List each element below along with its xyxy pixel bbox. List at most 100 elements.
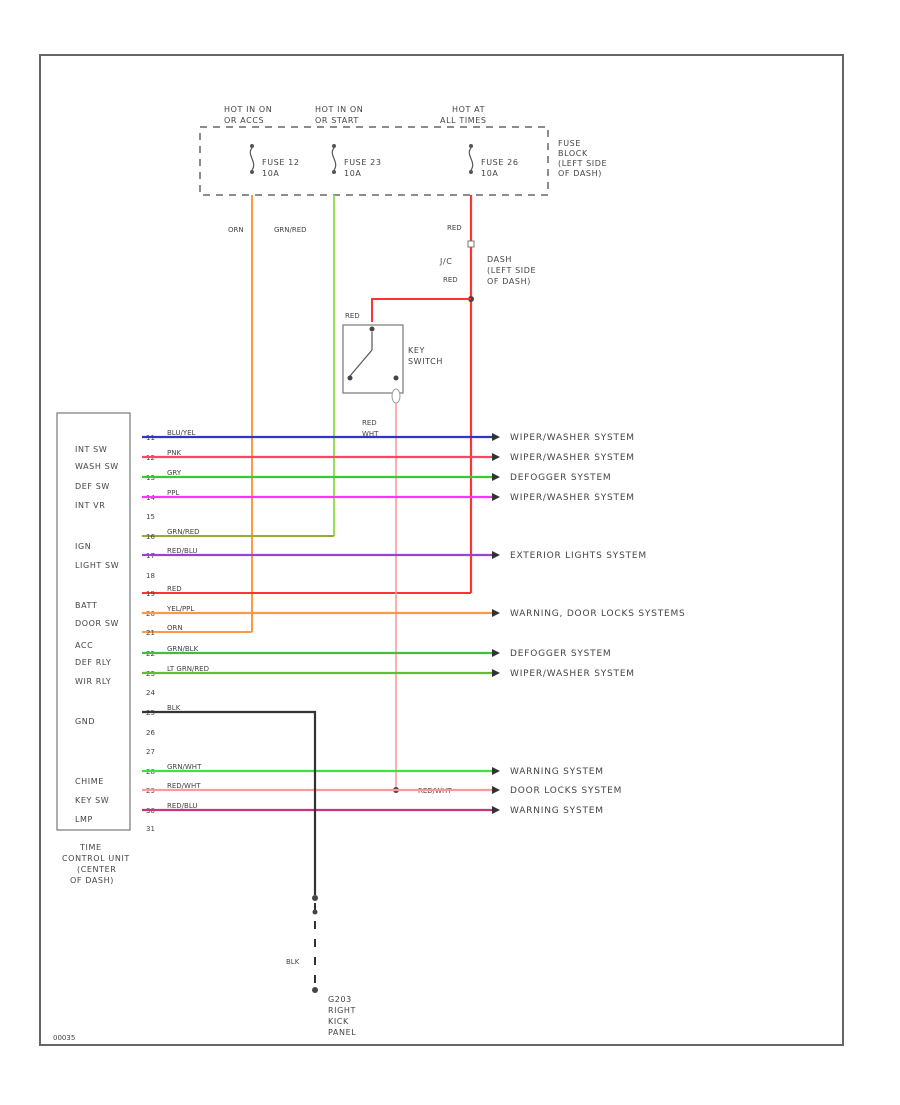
circuit-wire-label: GRN/RED <box>167 528 200 536</box>
circuit-arrow <box>492 453 500 461</box>
unit-pin-number: 21 <box>146 629 155 637</box>
circuit-arrow <box>492 786 500 794</box>
circuit-system-label: WARNING, DOOR LOCKS SYSTEMS <box>510 609 686 619</box>
unit-pin-number: 24 <box>146 689 155 697</box>
circuit-wire-label: RED/BLU <box>167 802 198 810</box>
circuit-wire-label: GRY <box>167 469 182 477</box>
unit-label: GND <box>75 717 95 726</box>
diagram-frame <box>39 54 844 1046</box>
gnd-wire-label: BLK <box>286 958 300 966</box>
junction-id: J/C <box>439 257 452 266</box>
fuse-12-name: FUSE 12 <box>262 158 300 167</box>
circuit-wire-label: RED <box>167 585 182 593</box>
orn-wire-label: ORN <box>228 226 244 234</box>
ground-id-1: G203 <box>328 995 352 1004</box>
red-wire-label-2: RED <box>443 276 458 284</box>
circuit-arrow <box>492 551 500 559</box>
junction-loc-2: (LEFT SIDE <box>487 266 536 275</box>
hot3-line1: HOT AT <box>452 105 485 114</box>
unit-pin-number: 15 <box>146 513 155 521</box>
key-switch-line1: KEY <box>408 346 425 355</box>
circuit-wire-label: GRN/WHT <box>167 763 202 771</box>
junction-loc-1: DASH <box>487 255 512 264</box>
key-switch-connector <box>391 388 401 404</box>
circuit-arrow <box>492 649 500 657</box>
unit-label: INT SW <box>75 445 107 454</box>
fuse-26: FUSE 26 10A <box>468 144 518 178</box>
circuit-system-label: WIPER/WASHER SYSTEM <box>510 669 635 679</box>
circuit-wire-label: YEL/PPL <box>166 605 194 613</box>
unit-label: WIR RLY <box>75 677 111 686</box>
circuit-system-label: EXTERIOR LIGHTS SYSTEM <box>510 551 647 561</box>
fuse-block-line1: FUSE <box>558 139 581 148</box>
circuit-arrow <box>492 493 500 501</box>
unit-label: IGN <box>75 542 91 551</box>
junction-loc-3: OF DASH) <box>487 277 531 286</box>
grn-red-wire-label: GRN/RED <box>274 226 307 234</box>
unit-pin-number: 19 <box>146 590 155 598</box>
gnd-connector-top <box>312 895 318 901</box>
red-vert-label-1: RED <box>362 419 377 427</box>
circuit-arrow <box>492 473 500 481</box>
unit-label: LIGHT SW <box>75 561 119 570</box>
circuit-system-label: WARNING SYSTEM <box>510 767 604 777</box>
unit-label: CHIME <box>75 777 104 786</box>
unit-pin-number: 27 <box>146 748 155 756</box>
junction-connector <box>467 240 475 248</box>
circuit-wire-label: PPL <box>167 489 179 497</box>
fuse-23-rating: 10A <box>344 169 361 178</box>
unit-title-3: (CENTER <box>77 865 116 874</box>
unit-label: DEF SW <box>75 482 110 491</box>
gnd-wire <box>142 710 317 895</box>
unit-label: WASH SW <box>75 462 119 471</box>
fuse-block-outline <box>199 126 549 196</box>
gnd-terminal <box>312 987 318 993</box>
circuit-arrow <box>492 433 500 441</box>
circuit-arrow <box>492 767 500 775</box>
fuse-block-line4: OF DASH) <box>558 169 602 178</box>
circuit-arrow <box>492 669 500 677</box>
fuse-block-line2: BLOCK <box>558 149 588 158</box>
circuit-wire-label: RED/BLU <box>167 547 198 555</box>
footer-code: 00035 <box>53 1034 75 1042</box>
circuit-system-label: WIPER/WASHER SYSTEM <box>510 433 635 443</box>
circuit-system-label: WARNING SYSTEM <box>510 806 604 816</box>
fuse-block-line3: (LEFT SIDE <box>558 159 607 168</box>
circuit-system-label: DOOR LOCKS SYSTEM <box>510 786 622 796</box>
fuse-23: FUSE 23 10A <box>331 144 382 178</box>
hot1-line2: OR ACCS <box>224 116 264 125</box>
circuit-wire-label: GRN/BLK <box>167 645 199 653</box>
time-control-unit-box <box>56 412 131 831</box>
circuit-wire-label: BLK <box>167 704 181 712</box>
fuse-12: FUSE 12 10A <box>249 144 300 178</box>
gnd-connector-mid <box>312 909 318 915</box>
red-key-switch-feed <box>371 298 471 322</box>
hot3-line2: ALL TIMES <box>440 116 487 125</box>
fuse-23-name: FUSE 23 <box>344 158 382 167</box>
circuit-wire-label: RED/WHT <box>167 782 201 790</box>
unit-label: ACC <box>75 641 93 650</box>
ground-id-3: KICK <box>328 1017 349 1026</box>
circuit-wire-label: PNK <box>167 449 181 457</box>
red-wire-label-3: RED <box>345 312 360 320</box>
red-wire-label-1: RED <box>447 224 462 232</box>
unit-pin-number: 16 <box>146 533 155 541</box>
circuit-arrow <box>492 609 500 617</box>
unit-title-4: OF DASH) <box>70 876 114 885</box>
unit-label: DEF RLY <box>75 658 111 667</box>
fuse-26-rating: 10A <box>481 169 498 178</box>
red-vert-label-2: WHT <box>362 430 379 438</box>
circuit-arrow <box>492 806 500 814</box>
hot2-line1: HOT IN ON <box>315 105 363 114</box>
unit-pin-number: 31 <box>146 825 155 833</box>
key-switch-line2: SWITCH <box>408 357 443 366</box>
circuit-system-label: WIPER/WASHER SYSTEM <box>510 493 635 503</box>
hot1-line1: HOT IN ON <box>224 105 272 114</box>
unit-title-1: TIME <box>79 843 102 852</box>
unit-label: KEY SW <box>75 796 109 805</box>
unit-pins: 1112131415161718192021222324252627282930… <box>146 434 155 833</box>
circuit-wire-label: BLU/YEL <box>167 429 196 437</box>
